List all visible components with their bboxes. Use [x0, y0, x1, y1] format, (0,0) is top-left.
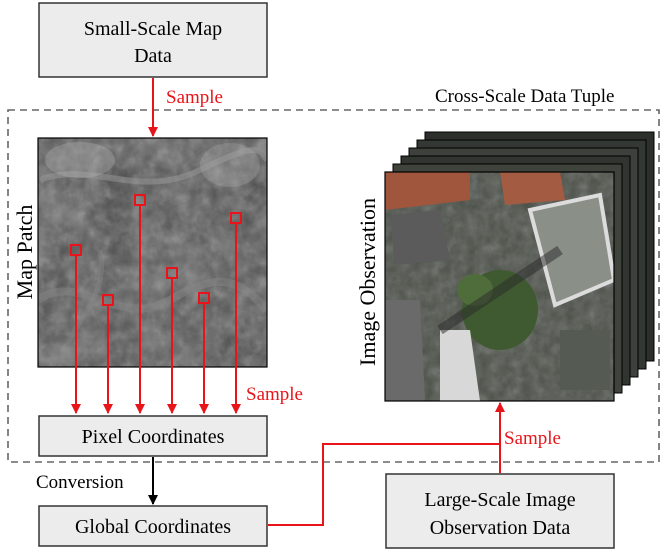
sample-label-top: Sample — [166, 87, 223, 108]
sample-label-image: Sample — [504, 428, 561, 449]
sample-arrows-map — [71, 205, 241, 414]
large-scale-title-line2: Observation Data — [430, 517, 571, 539]
global-coordinates-box: Global Coordinates — [38, 505, 268, 547]
image-observation-frame — [384, 171, 615, 402]
cross-scale-tuple-frame — [7, 109, 660, 463]
pixel-coordinates-box: Pixel Coordinates — [38, 415, 268, 457]
pixel-coordinates-label: Pixel Coordinates — [82, 426, 225, 448]
small-scale-title-line1: Small-Scale Map — [84, 18, 222, 40]
conversion-label: Conversion — [36, 472, 124, 493]
image-observation-label: Image Observation — [355, 198, 380, 366]
map-patch-frame — [37, 137, 268, 368]
map-patch-label: Map Patch — [12, 205, 37, 300]
global-coordinates-label: Global Coordinates — [75, 516, 231, 538]
sample-label-map: Sample — [246, 384, 303, 405]
image-observation-front — [385, 172, 614, 401]
cross-scale-tuple-label: Cross-Scale Data Tuple — [435, 86, 614, 107]
map-patch-image — [38, 138, 267, 367]
large-scale-title-line1: Large-Scale Image — [424, 489, 575, 511]
small-scale-map-data-box: Small-Scale Map Data — [38, 2, 268, 78]
small-scale-title-line2: Data — [134, 45, 172, 67]
large-scale-image-data-box: Large-Scale Image Observation Data — [385, 473, 615, 549]
global-to-sample-connector — [268, 443, 500, 526]
